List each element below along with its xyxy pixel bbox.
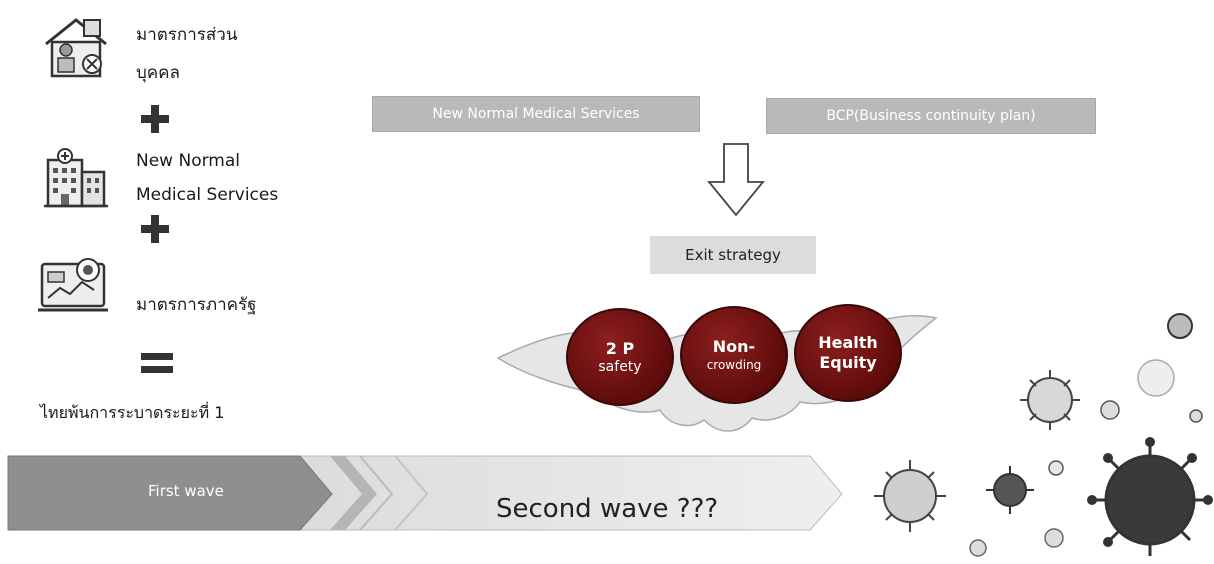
exit-strategy-box: Exit strategy <box>650 236 816 274</box>
circle-health-title: Health <box>818 333 878 352</box>
new-normal-box: New Normal Medical Services <box>372 96 700 132</box>
monitor-virus-icon <box>38 254 112 316</box>
strategy-circle-health-equity: Health Equity <box>794 304 902 402</box>
result-text: ไทยพ้นการระบาดระยะที่ 1 <box>40 403 225 422</box>
house-person-icon <box>40 14 112 80</box>
step-3-line-1: มาตรการภาครัฐ <box>136 295 257 315</box>
equals-icon <box>140 350 174 380</box>
plus-icon <box>140 214 170 248</box>
circle-non-crowding-title: Non- <box>712 337 756 356</box>
plus-icon <box>140 104 170 138</box>
strategy-circle-2p: 2 P safety <box>566 308 674 406</box>
step-2-line-2: Medical Services <box>136 185 279 205</box>
first-wave-label: First wave <box>148 482 224 500</box>
hospital-icon <box>42 146 110 210</box>
second-wave-label: Second wave ??? <box>496 494 719 524</box>
wave-arrows <box>0 448 860 536</box>
step-2-label: New Normal Medical Services <box>136 148 278 208</box>
circle-non-crowding-subtitle: crowding <box>706 358 762 372</box>
virus-cluster-icon <box>860 300 1214 564</box>
step-1-line-2: บุคคล <box>136 63 180 83</box>
strategy-circle-non-crowding: Non- crowding <box>680 306 788 404</box>
circle-2p-subtitle: safety <box>598 359 642 375</box>
circle-2p-title: 2 P <box>605 339 635 358</box>
bcp-box: BCP(Business continuity plan) <box>766 98 1096 134</box>
step-1-label: มาตรการส่วน บุคคล <box>136 22 237 86</box>
step-1-line-1: มาตรการส่วน <box>136 25 238 45</box>
down-arrow-icon <box>706 142 766 222</box>
step-2-line-1: New Normal <box>136 151 240 171</box>
step-3-label: มาตรการภาครัฐ <box>136 292 257 318</box>
circle-health-subtitle: Equity <box>819 353 877 372</box>
